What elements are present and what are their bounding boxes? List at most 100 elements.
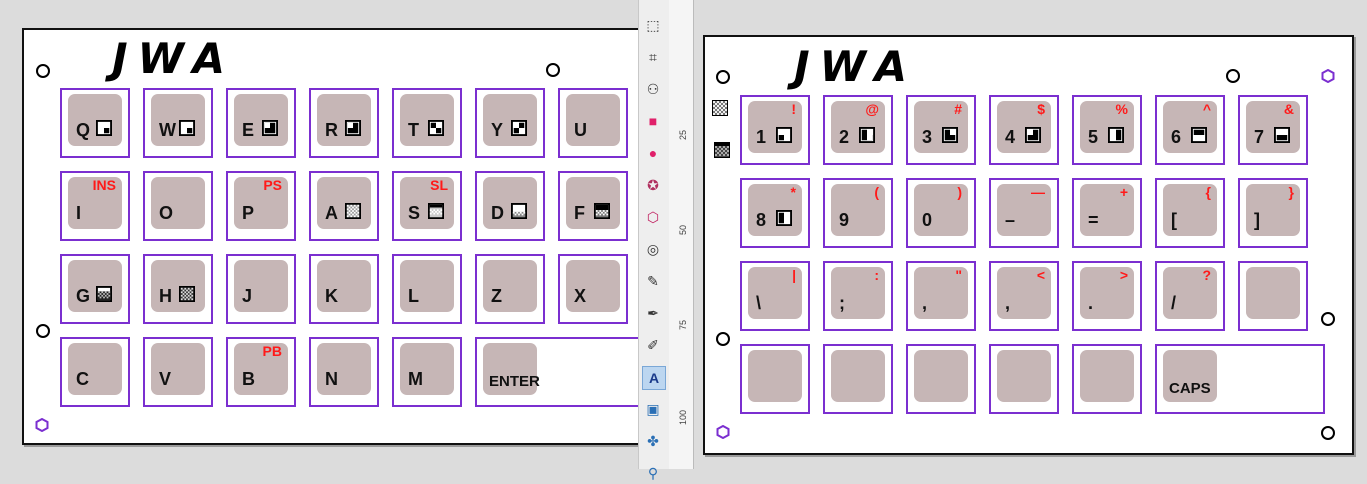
rectangle-icon[interactable]: ■ bbox=[648, 113, 658, 129]
star-icon[interactable]: ✪ bbox=[647, 176, 659, 193]
right-key-r4c6[interactable]: CAPS bbox=[1155, 344, 1325, 414]
spiral-icon[interactable]: ◎ bbox=[646, 240, 660, 257]
right-key-r1c1[interactable]: 1! bbox=[740, 95, 810, 165]
block-glyph-icon bbox=[96, 120, 112, 136]
left-key-r2c7[interactable]: F bbox=[558, 171, 628, 241]
right-key-r1c4[interactable]: 4$ bbox=[989, 95, 1059, 165]
mounting-hole bbox=[36, 64, 50, 78]
key-cap bbox=[997, 350, 1051, 402]
key-shift-label: % bbox=[1115, 101, 1128, 117]
pencil-icon[interactable]: ✎ bbox=[647, 272, 659, 289]
mesh-icon[interactable]: ✤ bbox=[647, 432, 659, 449]
pen-icon[interactable]: ✒ bbox=[647, 304, 659, 321]
ruler-tick-label: 100 bbox=[678, 409, 688, 425]
key-label: ] bbox=[1254, 210, 1260, 230]
right-key-r2c3[interactable]: 0) bbox=[906, 178, 976, 248]
left-key-r4c4[interactable]: N bbox=[309, 337, 379, 407]
left-key-r2c6[interactable]: D bbox=[475, 171, 545, 241]
left-key-r1c1[interactable]: Q bbox=[60, 88, 130, 158]
gradient-icon[interactable]: ▣ bbox=[646, 400, 660, 417]
key-label: E bbox=[242, 120, 255, 140]
circle-icon[interactable]: ● bbox=[648, 145, 658, 161]
left-key-r3c1[interactable]: G bbox=[60, 254, 130, 324]
right-logo: JWA bbox=[794, 42, 917, 91]
hex-marker-icon bbox=[716, 425, 730, 439]
key-cap bbox=[68, 343, 122, 395]
left-key-r1c6[interactable]: Y bbox=[475, 88, 545, 158]
left-key-r1c2[interactable]: W bbox=[143, 88, 213, 158]
right-key-r3c6[interactable]: /? bbox=[1155, 261, 1225, 331]
left-key-r1c5[interactable]: T bbox=[392, 88, 462, 158]
right-key-r1c2[interactable]: 2@ bbox=[823, 95, 893, 165]
right-key-r1c3[interactable]: 3# bbox=[906, 95, 976, 165]
left-key-r4c1[interactable]: C bbox=[60, 337, 130, 407]
text-tool-icon[interactable]: A bbox=[642, 366, 666, 390]
left-key-r1c7[interactable]: U bbox=[558, 88, 628, 158]
right-key-r3c1[interactable]: \| bbox=[740, 261, 810, 331]
box3d-icon[interactable]: ⬡ bbox=[646, 208, 660, 225]
key-label: G bbox=[76, 286, 91, 306]
key-label: H bbox=[159, 286, 172, 306]
right-key-r2c7[interactable]: ]} bbox=[1238, 178, 1308, 248]
block-glyph-icon bbox=[511, 203, 527, 219]
key-label: O bbox=[159, 203, 174, 223]
left-key-r3c4[interactable]: K bbox=[309, 254, 379, 324]
left-key-r2c4[interactable]: A bbox=[309, 171, 379, 241]
left-key-r2c2[interactable]: O bbox=[143, 171, 213, 241]
key-shift-label: { bbox=[1205, 184, 1211, 200]
left-key-r4c6[interactable]: ENTER bbox=[475, 337, 645, 407]
left-key-r3c5[interactable]: L bbox=[392, 254, 462, 324]
key-cap bbox=[483, 94, 537, 146]
right-key-r2c2[interactable]: 9( bbox=[823, 178, 893, 248]
key-cap bbox=[400, 94, 454, 146]
spray-tool-icon[interactable]: ⚇ bbox=[646, 80, 660, 97]
right-key-r4c5[interactable] bbox=[1072, 344, 1142, 414]
key-cap bbox=[1080, 184, 1134, 236]
left-key-r1c4[interactable]: R bbox=[309, 88, 379, 158]
left-key-r3c3[interactable]: J bbox=[226, 254, 296, 324]
right-key-r3c7[interactable] bbox=[1238, 261, 1308, 331]
right-key-r4c4[interactable] bbox=[989, 344, 1059, 414]
block-glyph-icon bbox=[942, 127, 958, 143]
calligraphy-icon[interactable]: ✐ bbox=[647, 336, 659, 353]
dropper-icon[interactable]: ⚲ bbox=[647, 464, 659, 481]
key-shift-label: + bbox=[1119, 184, 1128, 200]
right-key-r4c1[interactable] bbox=[740, 344, 810, 414]
right-key-r2c1[interactable]: 8* bbox=[740, 178, 810, 248]
block-glyph-icon bbox=[179, 286, 195, 302]
right-key-r3c5[interactable]: .> bbox=[1072, 261, 1142, 331]
checker-swatch-icon bbox=[712, 100, 728, 116]
key-label: 6 bbox=[1171, 127, 1182, 147]
left-key-r1c3[interactable]: E bbox=[226, 88, 296, 158]
key-cap bbox=[566, 94, 620, 146]
right-key-r2c6[interactable]: [{ bbox=[1155, 178, 1225, 248]
left-key-r3c7[interactable]: X bbox=[558, 254, 628, 324]
left-key-r4c5[interactable]: M bbox=[392, 337, 462, 407]
block-glyph-icon bbox=[1274, 127, 1290, 143]
right-key-r2c4[interactable]: –— bbox=[989, 178, 1059, 248]
right-key-r1c6[interactable]: 6^ bbox=[1155, 95, 1225, 165]
key-cap bbox=[483, 177, 537, 229]
left-key-r3c2[interactable]: H bbox=[143, 254, 213, 324]
right-key-r1c5[interactable]: 5% bbox=[1072, 95, 1142, 165]
right-key-r4c3[interactable] bbox=[906, 344, 976, 414]
block-glyph-icon bbox=[1191, 127, 1207, 143]
key-label: ENTER bbox=[489, 373, 540, 390]
right-key-r3c4[interactable]: ,< bbox=[989, 261, 1059, 331]
right-key-r2c5[interactable]: =+ bbox=[1072, 178, 1142, 248]
key-cap bbox=[317, 260, 371, 312]
key-label: R bbox=[325, 120, 338, 140]
right-key-r1c7[interactable]: 7& bbox=[1238, 95, 1308, 165]
right-key-r3c2[interactable]: ;: bbox=[823, 261, 893, 331]
tweak-tool-icon[interactable]: ⌗ bbox=[649, 48, 657, 65]
right-key-r3c3[interactable]: ," bbox=[906, 261, 976, 331]
left-key-r3c6[interactable]: Z bbox=[475, 254, 545, 324]
node-tool-icon[interactable]: ⬚ bbox=[646, 16, 660, 33]
right-key-r4c2[interactable] bbox=[823, 344, 893, 414]
left-key-r4c2[interactable]: V bbox=[143, 337, 213, 407]
key-shift-label: < bbox=[1036, 267, 1045, 283]
